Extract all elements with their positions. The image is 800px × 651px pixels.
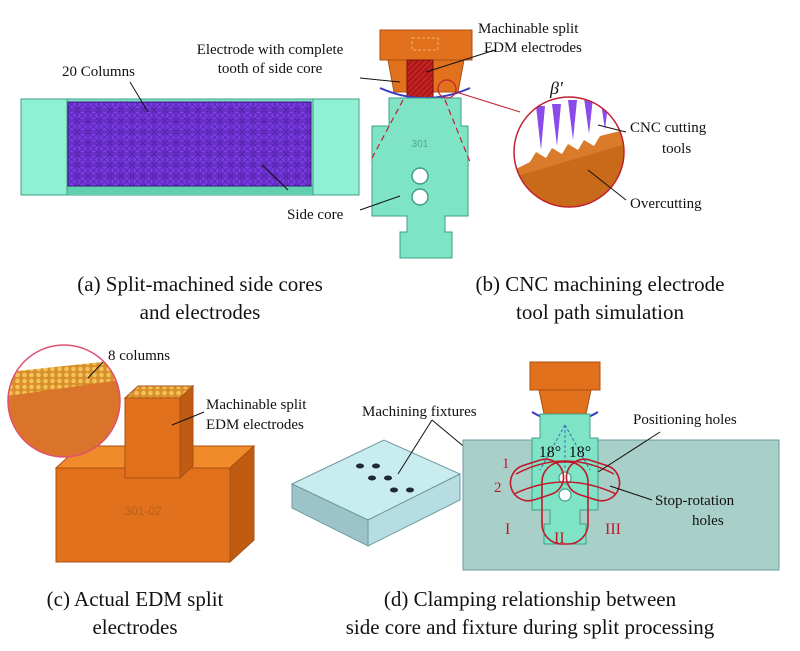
label-beta: β′ (550, 78, 563, 98)
leader-side-core-b (359, 195, 401, 211)
label-num-1: 1 (502, 456, 510, 472)
label-roman-1: I (505, 521, 511, 538)
leader-stop-rotation (609, 485, 653, 501)
purple-tooth-grid (67, 101, 312, 187)
label-angle-right: 18° (568, 444, 592, 461)
label-electrode-complete-2: tooth of side core (217, 61, 323, 77)
caption-c-line2: electrodes (92, 615, 178, 639)
leader-20-columns (129, 81, 149, 113)
label-split-electrodes-b-2: EDM electrodes (484, 40, 582, 56)
panel-b-core-model (359, 29, 521, 259)
label-stop-rotation-1: Stop-rotation (655, 493, 735, 509)
label-side-core: Side core (287, 207, 344, 223)
block-mark-text: 301-02 (124, 504, 162, 518)
label-machining-fixtures: Machining fixtures (362, 404, 477, 420)
leader-split-electrodes-c (171, 411, 205, 426)
label-cnc-tools-2: tools (662, 141, 692, 157)
cnc-zoom-circle (513, 96, 627, 208)
panel-d-fixture-plate (290, 419, 475, 547)
panel-d-clamping-view (462, 361, 780, 571)
label-split-electrodes-b-1: Machinable split (478, 21, 579, 37)
leader-overcutting (587, 169, 627, 201)
label-positioning-holes: Positioning holes (633, 412, 737, 428)
caption-a-line1: (a) Split-machined side cores (77, 272, 323, 296)
label-split-electrodes-c-1: Machinable split (206, 397, 307, 413)
caption-b-line1: (b) CNC machining electrode (475, 272, 725, 296)
label-split-electrodes-c-2: EDM electrodes (206, 417, 304, 433)
caption-b-line2: tool path simulation (516, 300, 684, 324)
label-num-2: 2 (494, 480, 502, 496)
panel-c-actual-electrodes: 301-02 (7, 344, 256, 564)
label-core-mark: 301 (411, 139, 429, 150)
leader-positioning-holes (597, 431, 661, 473)
label-roman-2: II (554, 530, 565, 547)
caption-c-line1: (c) Actual EDM split (46, 587, 224, 611)
leader-electrode-complete (359, 77, 401, 83)
split-electrode-hatched (406, 59, 434, 101)
label-overcutting: Overcutting (630, 196, 702, 212)
caption-d-line1: (d) Clamping relationship between (383, 587, 677, 611)
caption-a-line2: and electrodes (139, 300, 261, 324)
label-20-columns: 20 Columns (62, 64, 135, 80)
leader-split-electrodes-b (425, 49, 496, 73)
leader-fixtures-1 (397, 419, 433, 475)
label-electrode-complete-1: Electrode with complete (196, 42, 344, 58)
label-roman-3: III (605, 521, 621, 538)
label-angle-left: 18° (538, 444, 562, 461)
leader-cnc-tools (597, 124, 627, 133)
label-stop-rotation-2: holes (692, 513, 724, 529)
label-8-columns: 8 columns (108, 348, 171, 364)
leader-side-core-a (261, 164, 289, 191)
leader-8-columns (87, 361, 104, 379)
caption-d-line2: side core and fixture during split proce… (345, 615, 715, 639)
label-cnc-tools-1: CNC cutting (630, 120, 707, 136)
panel-a-side-core-model (20, 81, 360, 196)
